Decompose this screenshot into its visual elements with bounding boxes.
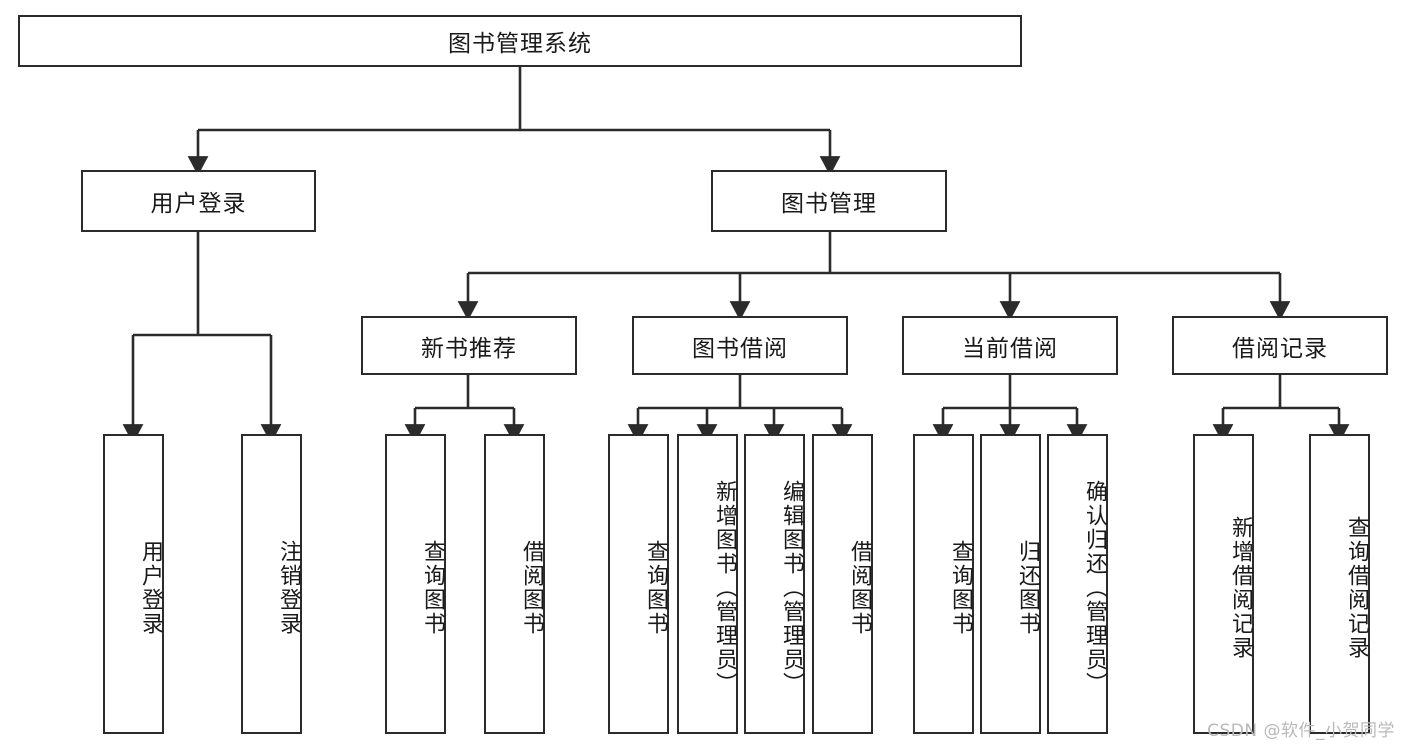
watermark: CSDN @软件_小贺同学 (1207, 721, 1395, 741)
node-new-book-rec-label: 新书推荐 (421, 335, 517, 362)
node-book-borrow[interactable]: 图书借阅 (632, 316, 848, 375)
leaf-user-login-label: 用户登录 (138, 540, 163, 636)
leaf-query-book-3-label: 查询图书 (948, 540, 973, 636)
leaf-return-book[interactable]: 归还图书 (980, 434, 1041, 734)
node-book-manage[interactable]: 图书管理 (711, 170, 947, 232)
leaf-borrow-book-1[interactable]: 借阅图书 (484, 434, 545, 734)
node-current-borrow-label: 当前借阅 (962, 335, 1058, 362)
leaf-query-book-1[interactable]: 查询图书 (385, 434, 446, 734)
leaf-borrow-book-2[interactable]: 借阅图书 (812, 434, 873, 734)
leaf-logout[interactable]: 注销登录 (241, 434, 302, 734)
node-root[interactable]: 图书管理系统 (18, 15, 1022, 67)
leaf-confirm-return-label: 确认归还（管理员） (1082, 480, 1107, 696)
leaf-borrow-book-1-label: 借阅图书 (519, 540, 544, 636)
leaf-user-login[interactable]: 用户登录 (103, 434, 164, 734)
node-root-label: 图书管理系统 (448, 31, 592, 57)
leaf-add-book[interactable]: 新增图书（管理员） (677, 434, 738, 734)
leaf-query-book-2[interactable]: 查询图书 (608, 434, 669, 734)
leaf-query-record-label: 查询借阅记录 (1344, 516, 1369, 660)
node-new-book-rec[interactable]: 新书推荐 (361, 316, 577, 375)
leaf-borrow-book-2-label: 借阅图书 (847, 540, 872, 636)
leaf-return-book-label: 归还图书 (1015, 540, 1040, 636)
leaf-query-book-2-label: 查询图书 (643, 540, 668, 636)
leaf-add-record-label: 新增借阅记录 (1228, 516, 1253, 660)
node-book-borrow-label: 图书借阅 (692, 335, 788, 362)
leaf-edit-book-label: 编辑图书（管理员） (779, 480, 804, 696)
leaf-add-book-label: 新增图书（管理员） (712, 480, 737, 696)
node-borrow-record[interactable]: 借阅记录 (1172, 316, 1388, 375)
node-current-borrow[interactable]: 当前借阅 (902, 316, 1118, 375)
node-borrow-record-label: 借阅记录 (1232, 335, 1328, 362)
node-book-manage-label: 图书管理 (781, 191, 877, 217)
leaf-confirm-return[interactable]: 确认归还（管理员） (1047, 434, 1108, 734)
node-user-login-label: 用户登录 (150, 191, 247, 217)
leaf-edit-book[interactable]: 编辑图书（管理员） (744, 434, 805, 734)
leaf-query-book-3[interactable]: 查询图书 (913, 434, 974, 734)
leaf-query-record[interactable]: 查询借阅记录 (1309, 434, 1370, 734)
leaf-logout-label: 注销登录 (276, 540, 301, 636)
leaf-query-book-1-label: 查询图书 (420, 540, 445, 636)
node-user-login[interactable]: 用户登录 (81, 170, 316, 232)
leaf-add-record[interactable]: 新增借阅记录 (1193, 434, 1254, 734)
